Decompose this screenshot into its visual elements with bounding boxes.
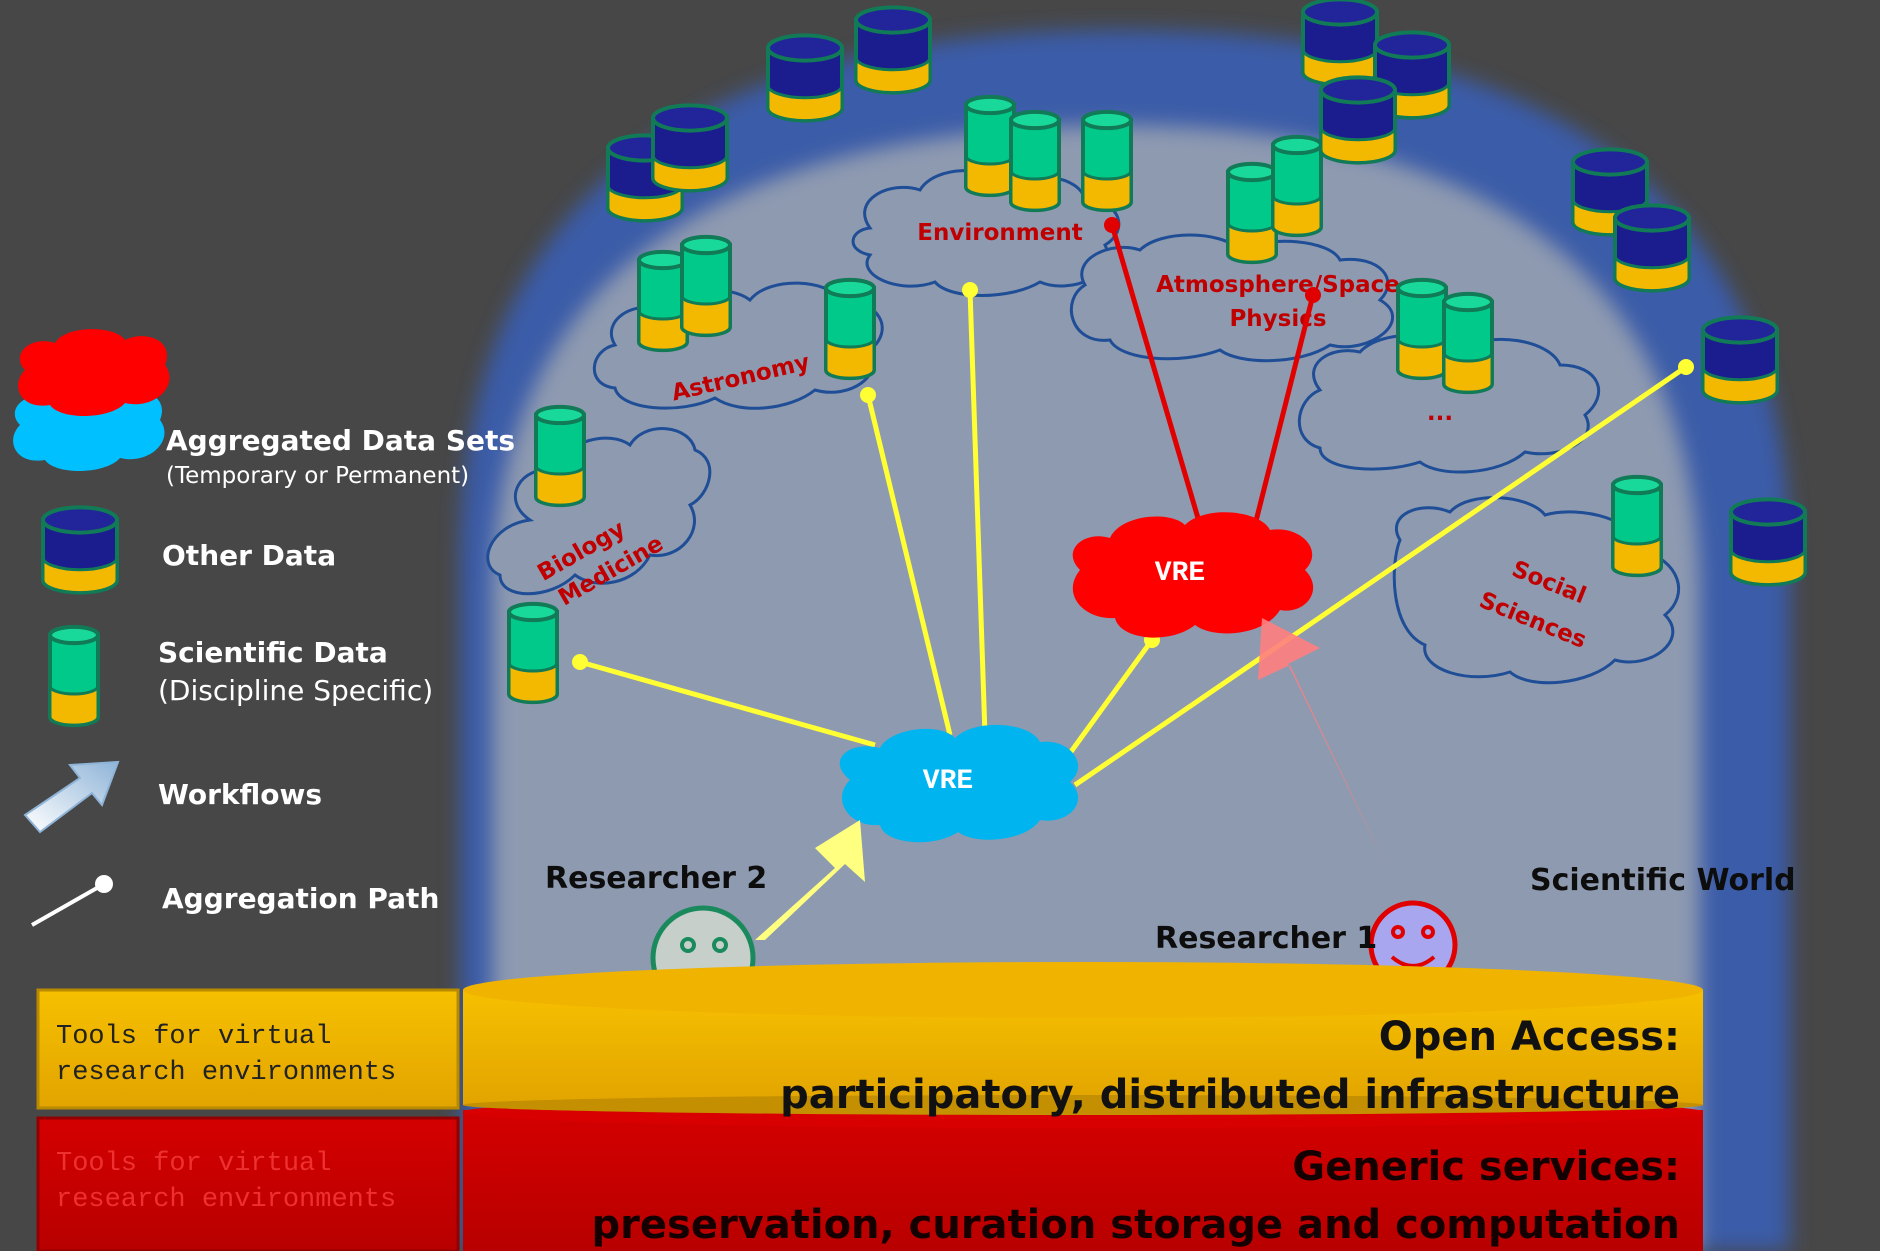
aggregated-data-icon: [13, 329, 170, 472]
scientific-data-cylinder-icon: [534, 404, 586, 508]
other-data-cylinder-icon: [41, 505, 119, 595]
path-dot: [1678, 359, 1694, 375]
other-data-cylinder-icon: [1729, 497, 1807, 587]
cloud-atmosphere: [1069, 233, 1395, 363]
aggregation-path-legend-icon: [31, 875, 113, 927]
legend-aggregated-label: Aggregated Data Sets: [166, 424, 515, 457]
vre-blue-cloud: VRE: [839, 724, 1079, 843]
workflow-arrow-researcher1: [1258, 618, 1387, 868]
scientific-data-cylinder-icon: [1081, 109, 1133, 213]
path-dot: [572, 654, 588, 670]
path-dot: [860, 387, 876, 403]
path-dot: [962, 282, 978, 298]
legend-scientific-sublabel: (Discipline Specific): [158, 674, 433, 707]
legend-aggregation-path-label: Aggregation Path: [162, 882, 439, 915]
path-social-long: [1073, 364, 1688, 788]
aggregation-paths: [572, 217, 1694, 788]
legend-aggregated-sublabel: (Temporary or Permanent): [166, 463, 469, 489]
generic-services-title: Generic services:: [1292, 1144, 1680, 1190]
path-astronomy: [865, 394, 953, 736]
other-data-cylinder-icon: [854, 5, 932, 95]
vre-blue-label: VRE: [923, 766, 973, 797]
other-data-cylinder-icon: [1701, 315, 1779, 405]
workflow-arrow-researcher2: [755, 820, 865, 940]
label-atmosphere-1: Atmosphere/Space: [1156, 272, 1400, 298]
workflow-arrows: [755, 618, 1387, 940]
vre-red-label: VRE: [1155, 558, 1205, 589]
scientific-world-label: Scientific World: [1530, 863, 1796, 898]
workflow-legend-icon: [23, 760, 120, 834]
data-stores: [41, 0, 1807, 728]
label-ellipsis: ...: [1427, 400, 1453, 426]
other-data-cylinder-icon: [766, 33, 844, 123]
researcher-2-label: Researcher 2: [545, 861, 767, 896]
legend-scientific-label: Scientific Data: [158, 636, 388, 669]
scientific-data-cylinder-icon: [637, 249, 689, 353]
scientific-data-cylinder-icon: [824, 277, 876, 381]
open-access-subtitle: participatory, distributed infrastructur…: [780, 1072, 1680, 1118]
tools-yellow-line1: Tools for virtual: [56, 1022, 331, 1052]
path-environment-red: [1109, 224, 1203, 526]
path-environment-yellow: [967, 289, 988, 736]
discipline-clouds: [486, 169, 1681, 685]
label-environment: Environment: [917, 220, 1082, 246]
tools-yellow-line2: research environments: [56, 1058, 396, 1088]
tools-red-line1: Tools for virtual: [56, 1149, 331, 1179]
researcher-1-label: Researcher 1: [1155, 921, 1377, 956]
scientific-data-cylinder-icon: [1611, 474, 1663, 578]
path-redvre-blue: [1062, 638, 1155, 762]
path-atmosphere-red: [1252, 294, 1316, 526]
label-atmosphere-2: Physics: [1229, 306, 1326, 332]
tools-red-line2: research environments: [56, 1185, 396, 1215]
other-data-cylinder-icon: [1301, 0, 1379, 87]
open-access-platform: Open Access: participatory, distributed …: [463, 962, 1703, 1118]
tools-red-panel: Tools for virtual research environments: [36, 1116, 460, 1251]
scientific-data-cylinder-icon: [1009, 109, 1061, 213]
path-dot: [1305, 287, 1321, 303]
scientific-data-cylinder-icon: [1271, 134, 1323, 238]
path-biology: [579, 659, 876, 748]
scientific-data-cylinder-icon: [680, 234, 732, 338]
legend: Aggregated Data Sets (Temporary or Perma…: [13, 329, 515, 927]
other-data-cylinder-icon: [1319, 75, 1397, 165]
scientific-data-cylinder-icon: [964, 94, 1016, 198]
scientific-data-cylinder-icon: [1442, 291, 1494, 395]
scientific-data-cylinder-icon: [507, 601, 559, 705]
generic-services-platform: Generic services: preservation, curation…: [463, 1096, 1703, 1251]
legend-workflows-label: Workflows: [158, 778, 322, 811]
other-data-cylinder-icon: [1613, 203, 1691, 293]
legend-other-label: Other Data: [162, 539, 336, 572]
open-access-title: Open Access:: [1379, 1014, 1680, 1060]
scientific-data-cylinder-icon: [48, 624, 100, 728]
other-data-cylinder-icon: [651, 103, 729, 193]
scientific-data-cylinder-icon: [1226, 161, 1278, 265]
scientific-data-cylinder-icon: [1396, 277, 1448, 381]
vre-red-cloud: VRE: [1072, 512, 1314, 638]
tools-yellow-panel: Tools for virtual research environments: [36, 988, 460, 1110]
path-dot: [1104, 217, 1120, 233]
generic-services-subtitle: preservation, curation storage and compu…: [592, 1202, 1680, 1248]
